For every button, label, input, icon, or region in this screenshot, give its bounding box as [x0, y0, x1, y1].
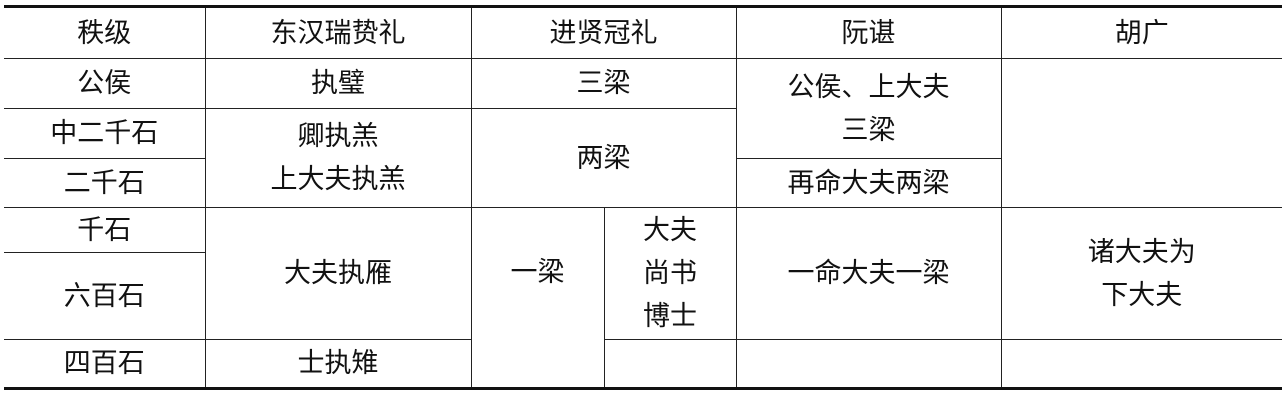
huguang-empty-cell [1000, 339, 1282, 390]
cell-line: 卿执羔 [297, 121, 379, 152]
rank-cell: 中二千石 [4, 108, 206, 159]
table-row: 公侯 执璧 三梁 公侯、上大夫三梁 [4, 58, 1282, 208]
cell-line: 上大夫执羔 [270, 164, 406, 195]
jinxian-cell: 一梁 [470, 207, 605, 390]
huguang-cell: 诸大夫为下大夫 [1000, 207, 1282, 340]
rank-cell: 二千石 [4, 158, 206, 208]
cell-line: 公侯、上大夫 [787, 71, 950, 103]
table-row: 六百石 [4, 252, 1282, 340]
table-row: 中二千石 卿执羔上大夫执羔 两梁 [4, 108, 1282, 208]
jinxian-sub-cell: 大夫尚书博士 [603, 207, 737, 340]
ruanchen-cell: 一命大夫一梁 [735, 207, 1002, 340]
donghan-cell: 大夫执雁 [204, 207, 472, 340]
header-rank: 秩级 [4, 5, 206, 59]
table-row: 二千石 再命大夫两梁 [4, 158, 1282, 208]
cell-line: 大夫 [643, 215, 697, 246]
cell-line: 下大夫 [1101, 279, 1183, 311]
table-row: 四百石 士执雉 [4, 339, 1282, 390]
rank-cell: 六百石 [4, 252, 206, 340]
table-row: 千石 大夫执雁 一梁 大夫尚书博士 一命大夫一梁 诸大夫为下大夫 [4, 207, 1282, 390]
cell-line: 博士 [643, 301, 697, 332]
donghan-cell: 执璧 [204, 58, 472, 109]
header-jinxian: 进贤冠礼 [470, 5, 737, 59]
ruanchen-cell: 再命大夫两梁 [735, 158, 1002, 208]
header-huguang: 胡广 [1000, 5, 1282, 59]
ruanchen-cell: 公侯、上大夫三梁 [735, 58, 1002, 159]
jinxian-empty-cell [604, 339, 737, 390]
ruanchen-empty-cell [735, 339, 1002, 390]
header-ruanchen: 阮谌 [735, 5, 1002, 59]
rank-cell: 四百石 [4, 339, 206, 390]
donghan-cell: 卿执羔上大夫执羔 [204, 108, 472, 208]
jinxian-cell: 两梁 [470, 108, 737, 208]
cell-line: 三梁 [841, 114, 896, 146]
cell-line: 尚书 [643, 258, 697, 289]
header-row: 秩级 东汉瑞贽礼 进贤冠礼 阮谌 胡广 [4, 5, 1282, 59]
jinxian-cell: 三梁 [470, 58, 737, 109]
rank-ritual-table: 秩级 东汉瑞贽礼 进贤冠礼 阮谌 胡广 公侯 执璧 三梁 公侯、上大夫三梁 中二… [4, 5, 1282, 390]
rank-cell: 公侯 [4, 58, 206, 109]
rank-cell: 千石 [4, 207, 206, 253]
donghan-cell: 士执雉 [204, 339, 472, 390]
cell-line: 诸大夫为 [1087, 236, 1196, 268]
huguang-empty-cell [1000, 58, 1282, 208]
header-donghan: 东汉瑞贽礼 [204, 5, 472, 59]
